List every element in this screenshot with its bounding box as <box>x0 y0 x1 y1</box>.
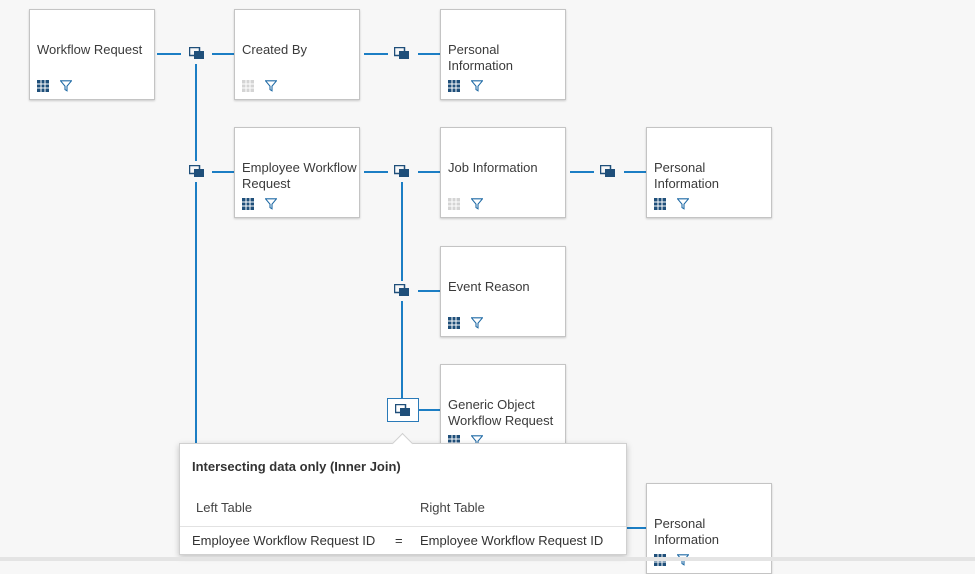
columns-icon[interactable] <box>654 198 666 210</box>
right-table-header: Right Table <box>420 500 485 515</box>
table-node[interactable]: Personal Information <box>646 127 772 218</box>
columns-icon[interactable] <box>242 198 254 210</box>
join-icon[interactable] <box>392 162 412 182</box>
filter-icon[interactable] <box>677 198 689 210</box>
join-operator: = <box>395 533 403 548</box>
join-icon[interactable] <box>392 44 412 64</box>
connector-line <box>418 290 440 292</box>
table-node-title: Personal Information <box>654 516 720 547</box>
join-type-title: Intersecting data only (Inner Join) <box>192 459 401 474</box>
connector-line <box>364 53 388 55</box>
left-join-field: Employee Workflow Request ID <box>192 533 376 548</box>
connector-line <box>624 171 646 173</box>
join-icon[interactable] <box>598 162 618 182</box>
table-node-title: Job Information <box>448 160 538 175</box>
columns-icon[interactable] <box>37 80 49 92</box>
filter-icon[interactable] <box>265 80 277 92</box>
divider <box>180 526 626 527</box>
columns-icon[interactable] <box>448 80 460 92</box>
join-icon-selected[interactable] <box>387 398 419 422</box>
horizontal-scrollbar-track[interactable] <box>0 557 975 561</box>
join-icon[interactable] <box>187 44 207 64</box>
filter-icon[interactable] <box>60 80 72 92</box>
table-node[interactable]: Generic Object Workflow Request <box>440 364 566 455</box>
connector-line <box>157 53 181 55</box>
connector-line <box>418 53 440 55</box>
connector-line <box>627 527 646 529</box>
columns-icon[interactable] <box>448 317 460 329</box>
join-icon[interactable] <box>187 162 207 182</box>
join-diagram-canvas: Workflow Request Created By Personal Inf… <box>0 9 975 574</box>
table-node[interactable]: Event Reason <box>440 246 566 337</box>
popover-arrow <box>391 432 414 455</box>
left-table-header: Left Table <box>196 500 253 515</box>
table-node[interactable]: Personal Information <box>440 9 566 100</box>
table-node[interactable]: Created By <box>234 9 360 100</box>
connector-line <box>195 181 197 445</box>
table-node-title: Workflow Request <box>37 42 143 57</box>
columns-icon-disabled <box>448 198 460 210</box>
filter-icon[interactable] <box>471 317 483 329</box>
table-node-title: Personal Information <box>448 42 514 73</box>
join-details-popover: Intersecting data only (Inner Join) Left… <box>179 432 627 555</box>
filter-icon[interactable] <box>265 198 277 210</box>
table-node[interactable]: Workflow Request <box>29 9 155 100</box>
table-node[interactable]: Employee Workflow Request <box>234 127 360 218</box>
connector-line <box>212 171 234 173</box>
connector-line <box>195 63 197 161</box>
filter-icon[interactable] <box>471 198 483 210</box>
table-node-title: Employee Workflow Request <box>242 160 357 191</box>
table-node-title: Event Reason <box>448 279 530 294</box>
columns-icon-disabled <box>242 80 254 92</box>
connector-line <box>570 171 594 173</box>
table-node-title: Created By <box>242 42 308 57</box>
connector-line <box>212 53 234 55</box>
table-node[interactable]: Job Information <box>440 127 566 218</box>
connector-line <box>418 409 440 411</box>
connector-line <box>401 181 403 281</box>
filter-icon[interactable] <box>471 80 483 92</box>
join-icon[interactable] <box>392 281 412 301</box>
connector-line <box>418 171 440 173</box>
table-node-title: Personal Information <box>654 160 720 191</box>
connector-line <box>364 171 388 173</box>
table-node-title: Generic Object Workflow Request <box>448 397 554 428</box>
connector-line <box>401 300 403 400</box>
right-join-field: Employee Workflow Request ID <box>420 533 604 548</box>
